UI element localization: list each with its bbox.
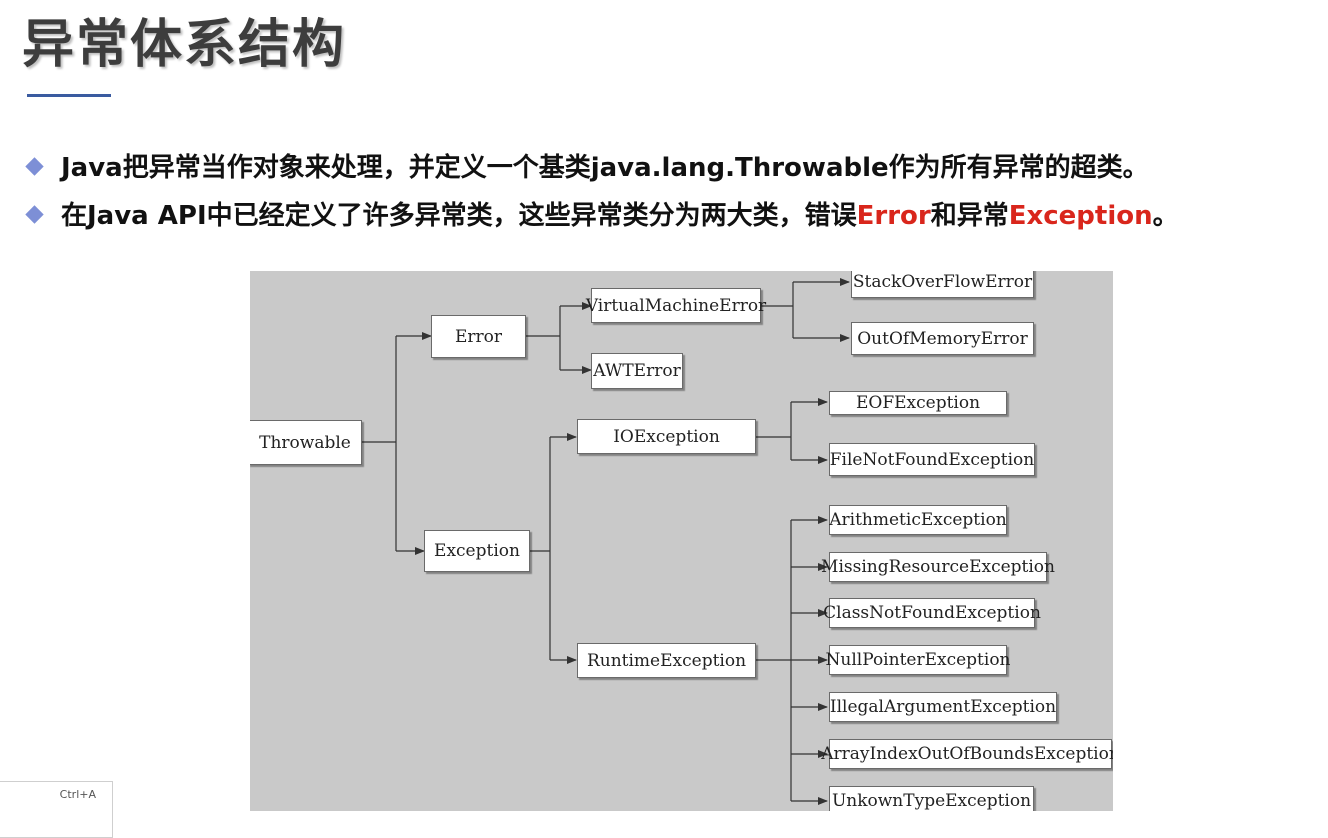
bullet-1: Java把异常当作对象来处理，并定义一个基类java.lang.Throwabl… — [24, 150, 1149, 186]
shortcut-hint-label: Ctrl+A — [59, 788, 96, 801]
node-io-exception: IOException — [577, 419, 756, 454]
node-missing-resource-exception: MissingResourceException — [821, 552, 1055, 582]
node-eof-exception: EOFException — [829, 391, 1007, 415]
node-arithmetic-exception: ArithmeticException — [829, 505, 1007, 535]
diamond-bullet-icon — [25, 205, 44, 224]
exception-hierarchy-diagram: Throwable Error Exception VirtualMachine… — [250, 271, 1113, 811]
title-underline — [27, 94, 111, 97]
node-exception: Exception — [424, 530, 530, 572]
diamond-bullet-icon — [25, 157, 44, 176]
connector-lines — [362, 278, 850, 805]
bullet-2-text-after: 。 — [1152, 201, 1179, 231]
bullet-2: 在Java API中已经定义了许多异常类，这些异常类分为两大类，错误Error和… — [24, 198, 1179, 234]
node-runtime-exception: RuntimeException — [577, 643, 756, 678]
error-keyword: Error — [856, 201, 931, 231]
node-out-of-memory-error: OutOfMemoryError — [851, 322, 1034, 355]
node-stack-overflow-error: StackOverFlowError — [851, 271, 1034, 298]
bullet-1-text: Java把异常当作对象来处理，并定义一个基类java.lang.Throwabl… — [61, 153, 1149, 183]
edge-error-trunk — [526, 306, 561, 370]
edge-throwable-trunk — [362, 336, 397, 551]
edge-vmerror-trunk — [761, 282, 794, 338]
node-illegal-argument-exception: IllegalArgumentException — [829, 692, 1057, 722]
node-class-not-found-exception: ClassNotFoundException — [823, 598, 1041, 628]
node-file-not-found-exception: FileNotFoundException — [829, 443, 1035, 476]
bullet-2-text-middle: 和异常 — [930, 201, 1009, 231]
slide-title: 异常体系结构 — [22, 15, 347, 75]
bullet-2-text-before: 在Java API中已经定义了许多异常类，这些异常类分为两大类，错误 — [61, 201, 857, 231]
node-throwable: Throwable — [250, 420, 362, 465]
node-error: Error — [431, 315, 526, 358]
exception-keyword: Exception — [1008, 201, 1153, 231]
node-null-pointer-exception: NullPointerException — [826, 645, 1011, 675]
shortcut-hint-box: Ctrl+A — [0, 781, 113, 838]
edge-io-trunk — [756, 402, 792, 460]
node-unknown-type-exception: UnkownTypeException — [829, 786, 1034, 811]
edge-runtime-trunk — [756, 520, 792, 801]
edge-exception-trunk — [530, 437, 551, 660]
node-virtual-machine-error: VirtualMachineError — [586, 288, 766, 323]
node-awt-error: AWTError — [591, 353, 683, 389]
node-array-index-out-of-bounds-exception: ArrayIndexOutOfBoundsException — [821, 739, 1113, 769]
